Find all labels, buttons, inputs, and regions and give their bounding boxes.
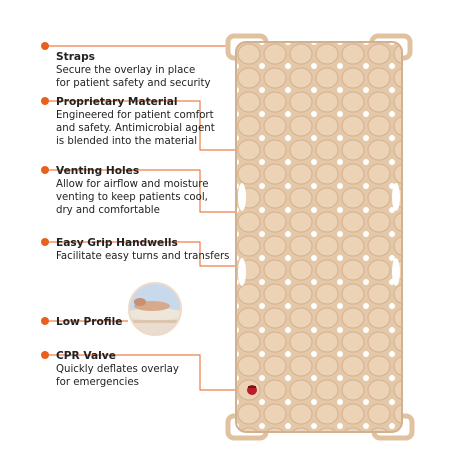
bullet-dot xyxy=(41,166,49,174)
feature-description: Facilitate easy turns and transfers xyxy=(56,251,230,262)
bullet-dot xyxy=(41,42,49,50)
feature-title: CPR Valve xyxy=(56,350,116,362)
feature-title: Easy Grip Handwells xyxy=(56,237,178,249)
bullet-dot xyxy=(41,238,49,246)
feature-title: Straps xyxy=(56,51,95,63)
feature-title: Proprietary Material xyxy=(56,96,178,108)
feature-description: Engineered for patient comfort and safet… xyxy=(56,110,215,147)
bullet-dot xyxy=(41,97,49,105)
feature-title: Venting Holes xyxy=(56,165,140,177)
mattress-overlay-image xyxy=(225,33,415,441)
feature-title: Low Profile xyxy=(56,316,123,328)
bullet-dot xyxy=(41,351,49,359)
feature-description: Quickly deflates overlay for emergencies xyxy=(56,364,179,388)
low-profile-photo xyxy=(128,282,182,336)
feature-description: Allow for airflow and moisture venting t… xyxy=(56,179,209,216)
feature-description: Secure the overlay in place for patient … xyxy=(56,65,211,89)
bullet-dot xyxy=(41,317,49,325)
